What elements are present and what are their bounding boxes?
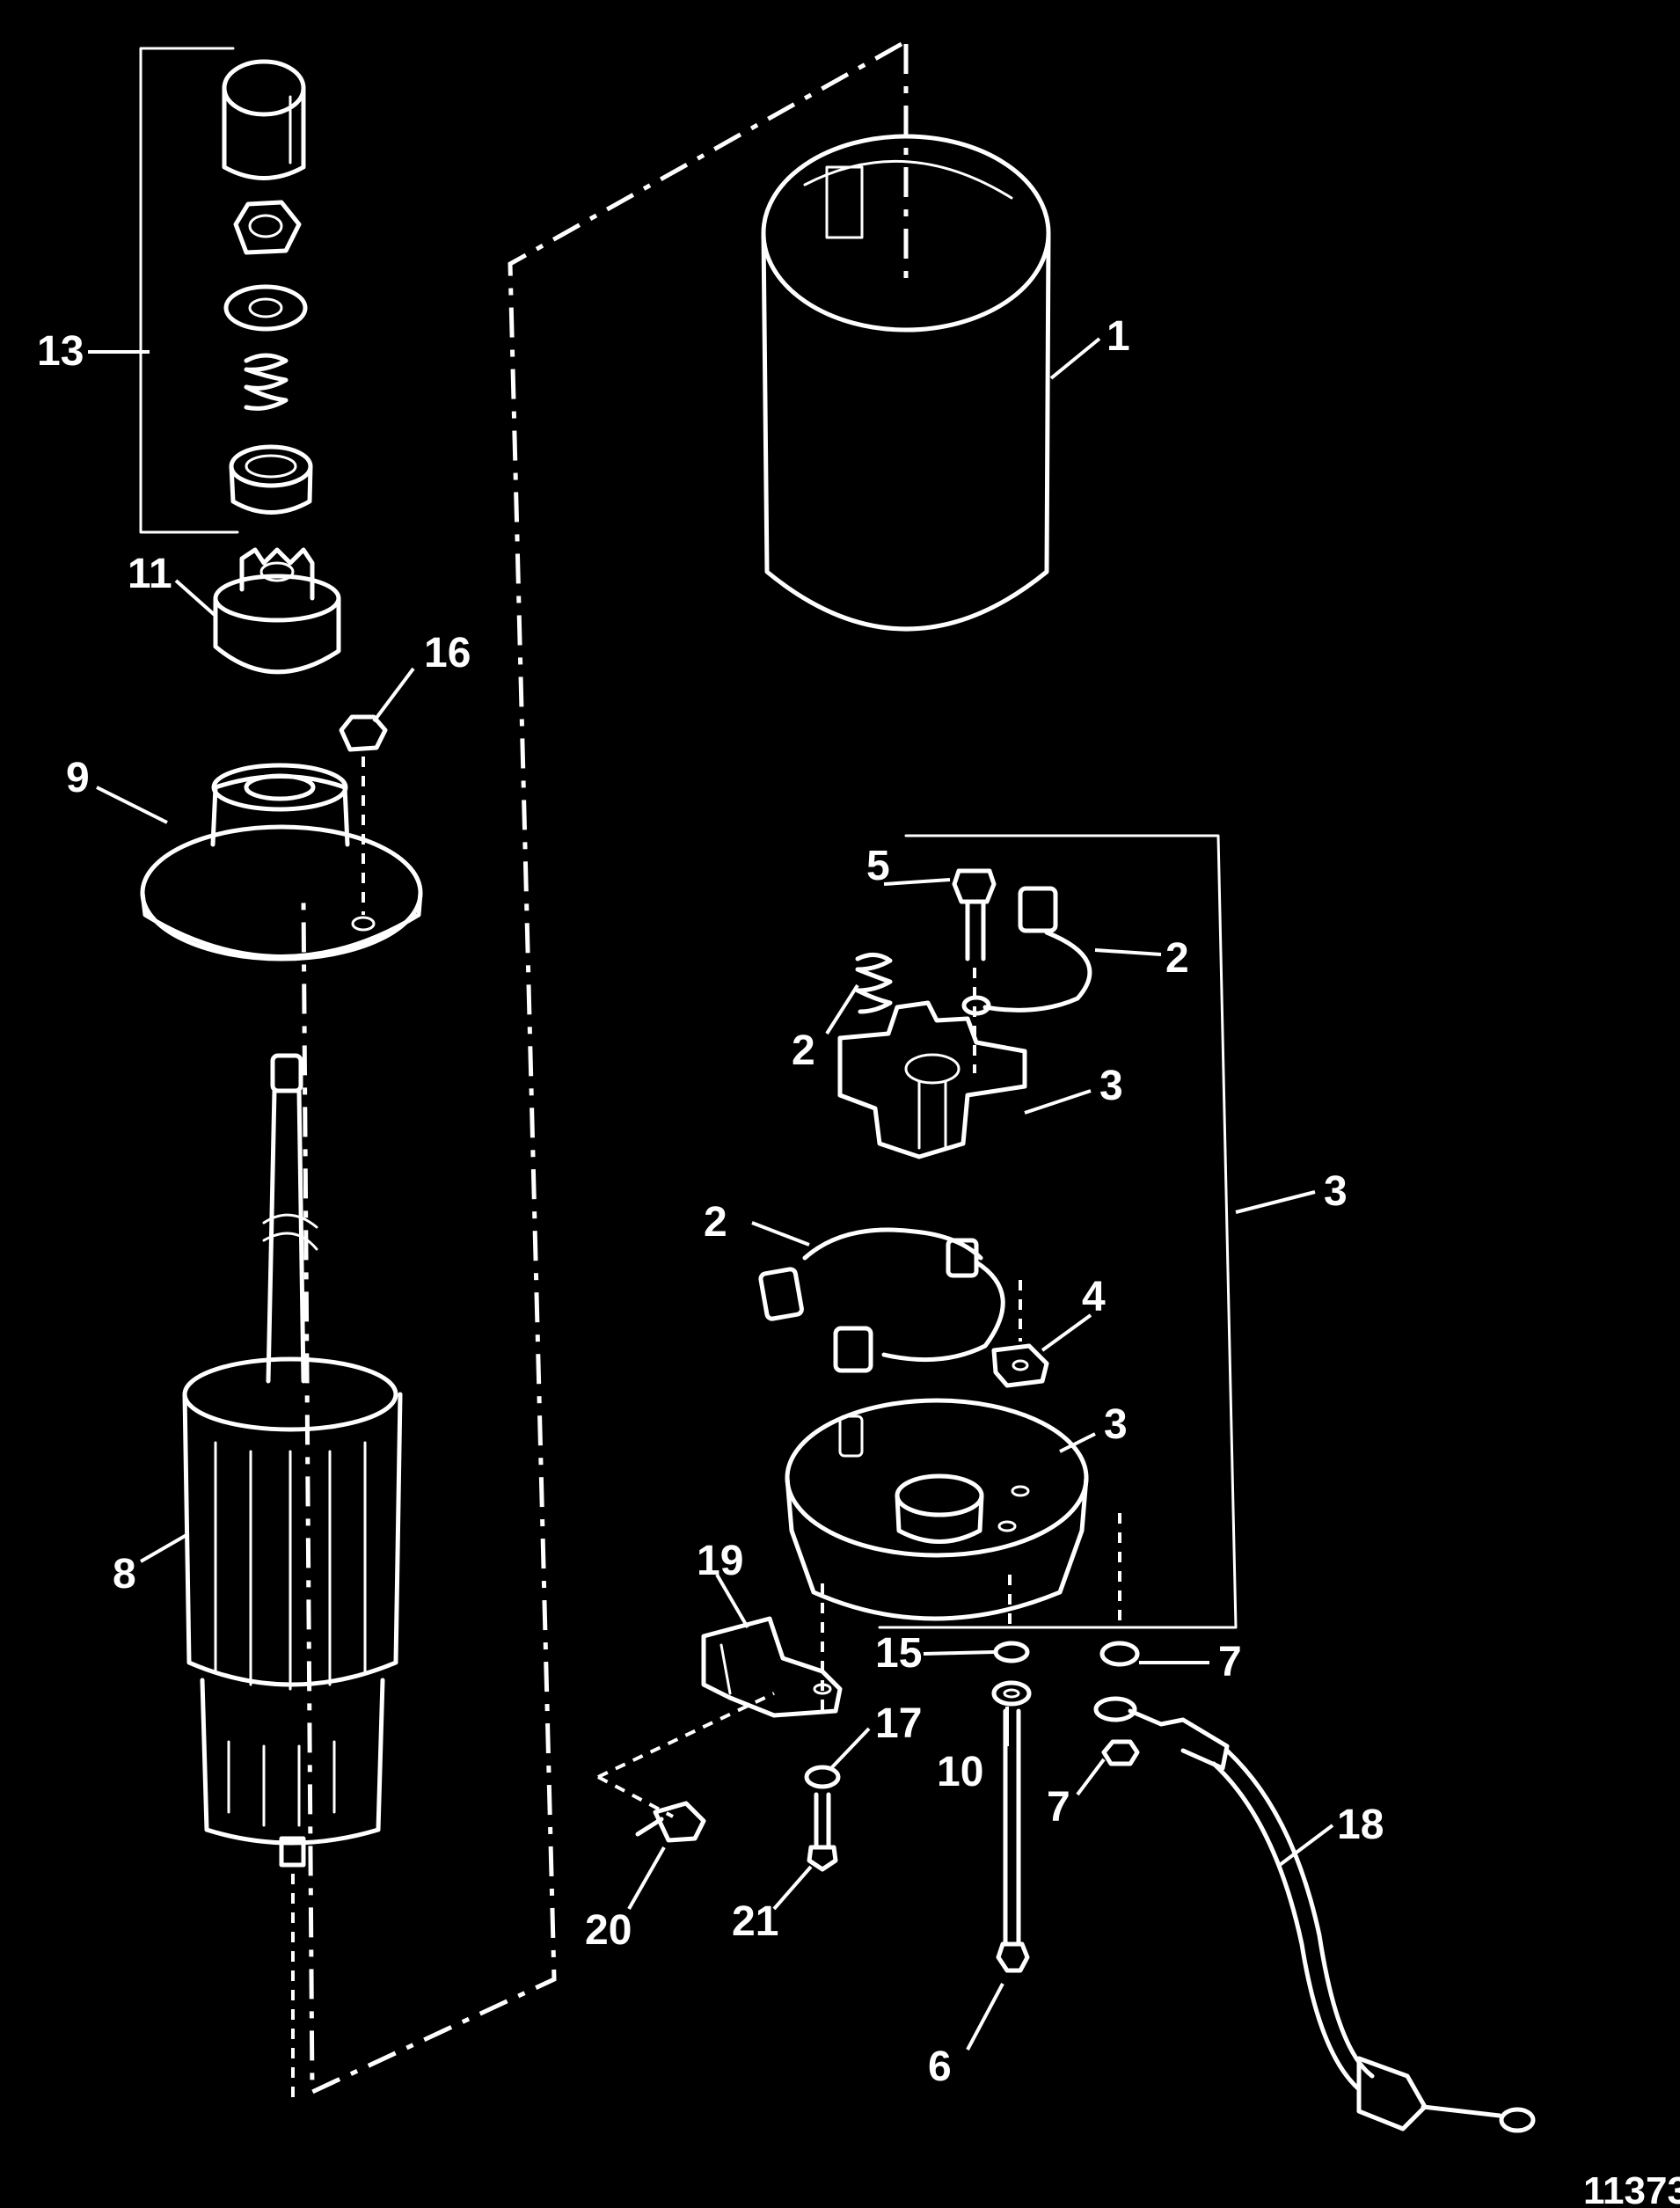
drive-end-head-part [140, 763, 423, 961]
callout-21: 21 [732, 1898, 778, 1945]
callout-3-holder: 3 [1099, 1063, 1123, 1109]
callout-labels: 1 2 2 2 3 3 3 4 5 6 7 7 8 9 10 11 13 15 … [37, 313, 1384, 2090]
washer-17-part [804, 1765, 841, 1789]
drive-cap-part [222, 59, 306, 180]
brush-holder-part [837, 1000, 1027, 1159]
callout-13: 13 [37, 328, 84, 375]
screw-20-part [597, 1692, 775, 1843]
callout-4: 4 [1082, 1274, 1106, 1320]
callout-2-brush-lead: 2 [1165, 935, 1189, 982]
callout-leader-lines [88, 337, 1334, 2051]
nut-16-part [339, 714, 388, 915]
callout-6: 6 [928, 2043, 952, 2090]
through-bolt-6-part [996, 1708, 1030, 1973]
screw-21-part [807, 1792, 838, 1872]
callout-7-upper: 7 [1218, 1639, 1242, 1685]
assembly-centerline-frame [301, 41, 909, 2095]
callout-3-end-head: 3 [1104, 1401, 1128, 1448]
nut-7-lower-part [1101, 1739, 1140, 1766]
screw-connector-hardware [821, 1513, 1121, 1715]
brush-spring-part [855, 953, 893, 1014]
washer-part [223, 284, 308, 332]
callout-2-spring: 2 [792, 1027, 815, 1074]
callout-15: 15 [875, 1630, 922, 1677]
callout-19: 19 [697, 1538, 743, 1584]
callout-18: 18 [1337, 1802, 1384, 1848]
callout-16: 16 [424, 630, 471, 676]
callout-5: 5 [866, 843, 890, 889]
bracket-13 [139, 47, 239, 534]
callout-10: 10 [937, 1749, 983, 1795]
callout-8: 8 [113, 1551, 136, 1598]
insulator-4-part [991, 1343, 1049, 1388]
spring-part [244, 353, 289, 411]
washer-15-part [993, 1641, 1030, 1663]
callout-20: 20 [585, 1907, 632, 1954]
callout-3-assembly: 3 [1324, 1168, 1348, 1215]
commutator-end-head-part [785, 1398, 1089, 1621]
brush-leads-part [758, 1227, 1022, 1373]
callout-17: 17 [875, 1700, 922, 1747]
field-frame-part [761, 134, 1051, 632]
lock-nut-part [233, 200, 302, 255]
bracket-19-part [701, 1616, 843, 1718]
callout-11: 11 [128, 551, 172, 597]
drive-pinion-part [213, 547, 341, 675]
callout-1: 1 [1107, 313, 1130, 360]
brush-lead-part [961, 886, 1092, 1016]
callout-2-leads: 2 [704, 1199, 727, 1246]
washer-10-part [991, 1680, 1032, 1707]
cable-18-part [1093, 1696, 1536, 2133]
screw-5-part [952, 868, 997, 1073]
bracket-3 [878, 834, 1238, 1629]
callout-9: 9 [66, 755, 90, 801]
callout-7-lower: 7 [1047, 1784, 1070, 1831]
figure-number: 11373 [1583, 2169, 1680, 2208]
collar-part [229, 444, 313, 515]
nut-7-upper-part [1099, 1641, 1140, 1667]
armature-part [182, 1053, 403, 2102]
